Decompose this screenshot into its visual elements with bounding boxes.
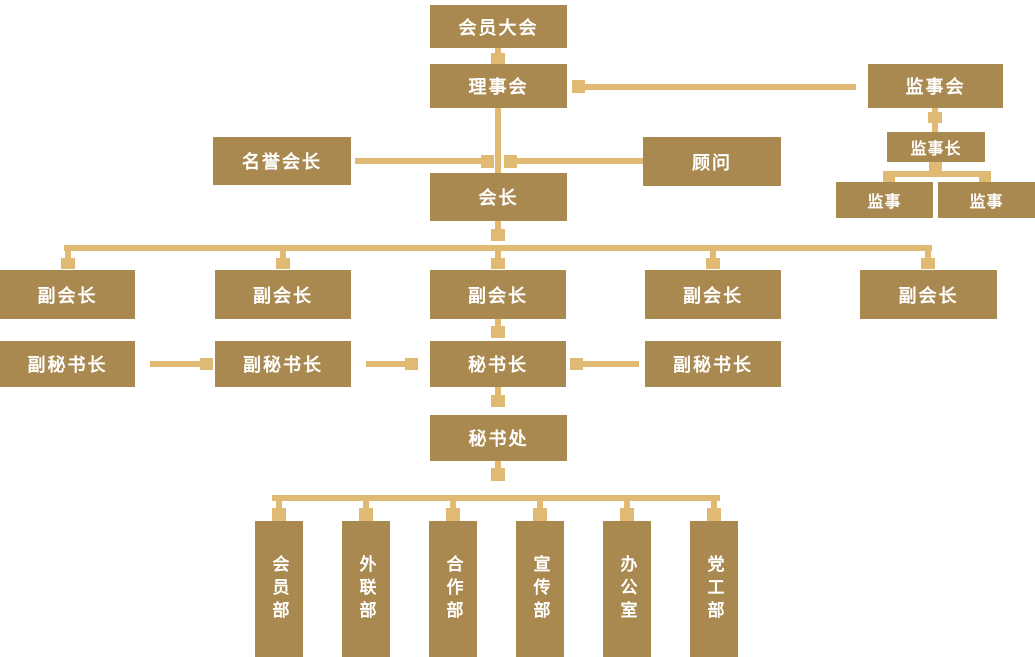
node-secretary-general: 秘书长: [430, 341, 566, 387]
connector-stem: [280, 251, 286, 260]
connector-stem: [710, 251, 716, 260]
connector-line: [64, 245, 932, 251]
connector-nub: [491, 53, 505, 64]
connector-nub: [200, 358, 213, 370]
connector-nub: [405, 358, 418, 370]
node-member-congress: 会员大会: [430, 5, 567, 48]
node-supervisor-1: 监事: [836, 182, 933, 218]
node-vice-president-4: 副会长: [645, 270, 781, 319]
connector-nub: [276, 258, 290, 269]
node-supervisor-2: 监事: [938, 182, 1035, 218]
connector-stem: [624, 501, 630, 509]
connector-stem: [276, 501, 282, 509]
node-deputy-secretary-general-1: 副秘书长: [0, 341, 135, 387]
node-president: 会长: [430, 173, 567, 221]
connector-nub: [570, 358, 583, 370]
connector-stem: [925, 251, 931, 260]
connector-nub: [706, 258, 720, 269]
connector-nub: [491, 229, 505, 241]
connector-nub: [928, 112, 942, 123]
node-vice-president-2: 副会长: [215, 270, 351, 319]
connector-stem: [495, 387, 501, 395]
connector-nub: [533, 508, 547, 521]
connector-stem: [495, 108, 501, 173]
connector-line: [582, 361, 639, 367]
connector-line: [883, 171, 991, 177]
connector-nub: [491, 326, 505, 338]
connector-stem: [65, 251, 71, 260]
node-dept-party-work: 党工部: [690, 521, 738, 657]
connector-nub: [883, 174, 895, 182]
connector-stem: [495, 319, 501, 326]
connector-stem: [495, 48, 501, 54]
connector-nub: [620, 508, 634, 521]
connector-nub: [929, 162, 942, 172]
node-deputy-secretary-general-3: 副秘书长: [645, 341, 781, 387]
connector-nub: [491, 468, 505, 481]
node-vice-president-3: 副会长: [430, 270, 566, 319]
node-council: 理事会: [430, 64, 567, 108]
node-advisor: 顾问: [643, 137, 781, 186]
connector-nub: [491, 395, 505, 407]
connector-nub: [61, 258, 75, 269]
connector-stem: [495, 251, 501, 260]
node-supervisory-board: 监事会: [868, 64, 1003, 108]
connector-stem: [495, 461, 501, 468]
connector-nub: [446, 508, 460, 521]
connector-stem: [711, 501, 717, 509]
connector-line: [585, 84, 856, 90]
connector-nub: [359, 508, 373, 521]
connector-line: [150, 361, 202, 367]
connector-nub: [504, 155, 517, 168]
connector-stem: [537, 501, 543, 509]
node-dept-membership: 会员部: [255, 521, 303, 657]
connector-nub: [572, 80, 585, 93]
connector-nub: [272, 508, 286, 521]
node-dept-cooperation: 合作部: [429, 521, 477, 657]
node-dept-office: 办公室: [603, 521, 651, 657]
connector-nub: [481, 155, 494, 168]
connector-line: [517, 158, 643, 164]
connector-stem: [495, 221, 501, 230]
node-chief-supervisor: 监事长: [887, 132, 985, 162]
node-secretariat: 秘书处: [430, 415, 567, 461]
connector-nub: [979, 174, 991, 182]
node-honorary-president: 名誉会长: [213, 137, 351, 185]
node-dept-publicity: 宣传部: [516, 521, 564, 657]
connector-nub: [921, 258, 935, 269]
connector-stem: [450, 501, 456, 509]
connector-nub: [707, 508, 721, 521]
connector-line: [355, 158, 482, 164]
node-dept-external-liaison: 外联部: [342, 521, 390, 657]
node-deputy-secretary-general-2: 副秘书长: [215, 341, 351, 387]
node-vice-president-1: 副会长: [0, 270, 135, 319]
connector-line: [272, 495, 720, 501]
connector-line: [366, 361, 408, 367]
connector-stem: [363, 501, 369, 509]
node-vice-president-5: 副会长: [860, 270, 997, 319]
connector-nub: [491, 258, 505, 269]
